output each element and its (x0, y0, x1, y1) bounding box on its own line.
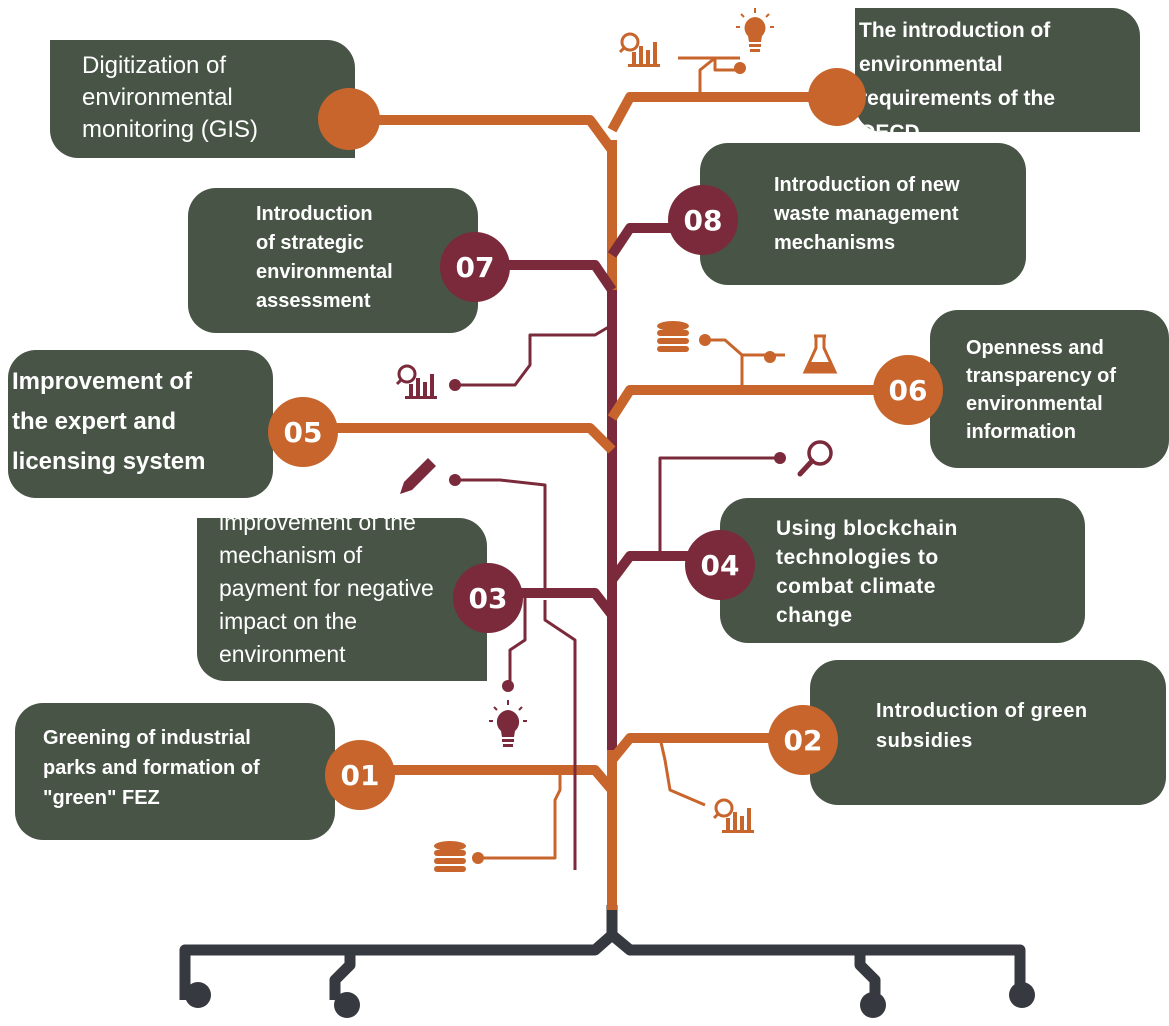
box-01: Greening of industrial parks and formati… (15, 703, 335, 840)
box-03: improvement of the mechanism of payment … (197, 518, 487, 681)
box-text: Introduction of new waste management mec… (774, 174, 960, 254)
orange-twigs (478, 56, 785, 860)
maroon-branches (480, 223, 715, 619)
top-dot-right (808, 68, 866, 126)
box-text: Improvement of the expert and licensing … (12, 368, 206, 475)
circle-07: 07 (440, 232, 510, 302)
coins-icon (434, 841, 466, 872)
root-ends (185, 982, 1035, 1018)
box-05: Improvement of the expert and licensing … (8, 350, 273, 498)
box-text: Introduction of strategic environmental … (256, 203, 393, 312)
chart-icon (395, 364, 437, 399)
box-04: Using blockchain technologies to combat … (720, 498, 1085, 643)
coins-icon (657, 321, 689, 352)
tree-roots (179, 905, 1026, 1000)
circle-02: 02 (768, 705, 838, 775)
circle-06: 06 (873, 355, 943, 425)
box-08: Introduction of new waste management mec… (700, 143, 1026, 285)
box-07: Introduction of strategic environmental … (188, 188, 478, 333)
lightbulb-icon (736, 8, 774, 52)
chart-icon (618, 32, 660, 67)
box-text: Digitization of environmental monitoring… (82, 52, 259, 143)
flask-icon (802, 334, 838, 374)
box-text: Introduction of green subsidies (876, 700, 1088, 752)
lightbulb-icon (489, 700, 527, 747)
magnifier-icon (797, 440, 833, 477)
circle-05: 05 (268, 397, 338, 467)
orange-twig-ends (472, 62, 776, 864)
box-oecd: The introduction of environmental requir… (855, 8, 1140, 132)
box-digitization: Digitization of environmental monitoring… (50, 40, 355, 158)
circle-03: 03 (453, 563, 523, 633)
box-text: Greening of industrial parks and formati… (43, 727, 260, 809)
orange-branches (300, 92, 900, 794)
circle-04: 04 (685, 530, 755, 600)
chart-icon (712, 798, 754, 833)
box-02: Introduction of green subsidies (810, 660, 1166, 805)
top-dot-left (318, 88, 380, 150)
box-text: Using blockchain technologies to combat … (776, 517, 958, 627)
maroon-twig-ends (449, 379, 786, 692)
box-text: The introduction of environmental requir… (859, 19, 1056, 132)
maroon-twigs (455, 323, 780, 870)
box-text: Openness and transparency of environment… (966, 337, 1117, 443)
box-06: Openness and transparency of environment… (930, 310, 1169, 468)
box-text: improvement of the mechanism of payment … (219, 518, 434, 667)
pencil-icon (400, 458, 436, 494)
circle-08: 08 (668, 185, 738, 255)
circle-01: 01 (325, 740, 395, 810)
